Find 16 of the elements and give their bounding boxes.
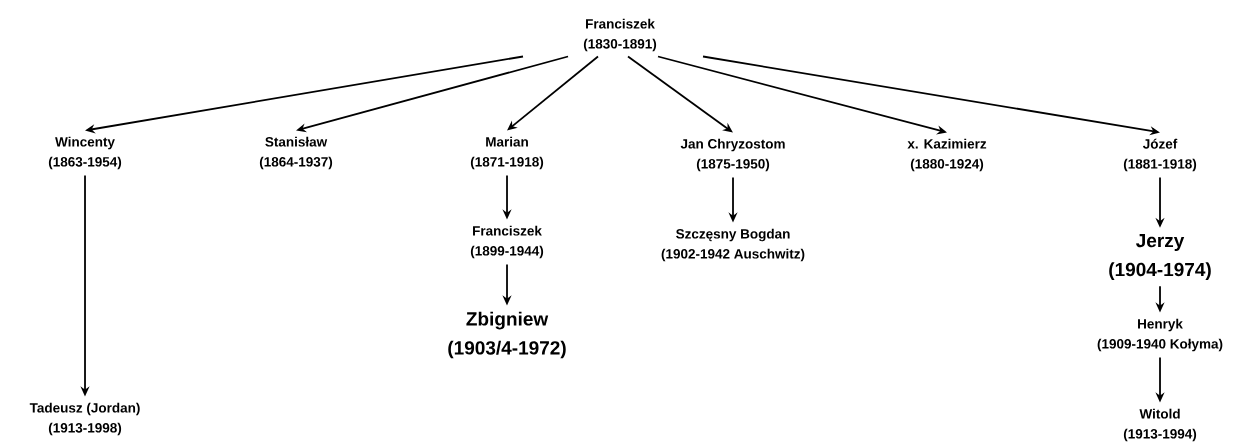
person-entry: Jan Chryzostom (1875-1950) [680,138,785,172]
person-entry: Franciszek (1899-1944) [470,225,544,259]
person-entry: Szczęsny Bogdan (1902-1942 Auschwitz) [661,228,805,262]
person-entry: Marian (1871-1918) [470,136,544,170]
person-entry: Franciszek (1830-1891) [583,18,657,52]
arrow [627,55,733,133]
person-entry: Wincenty (1863-1954) [48,136,122,170]
person-entry: Tadeusz (Jordan) (1913-1998) [29,402,140,436]
person-entry: Zbigniew (1903/4-1972) [448,311,566,359]
person-entry: Jerzy (1904-1974) [1109,234,1211,280]
person-entry: Henryk (1909-1940 Kołyma) [1097,318,1223,352]
arrow [507,55,599,131]
person-entry: Józef (1881-1918) [1123,138,1197,172]
person-entry: x. Kazimierz (1880-1924) [907,138,987,172]
person-entry: Stanisław (1864-1937) [259,136,333,170]
person-entry: Witold (1913-1994) [1123,408,1197,442]
